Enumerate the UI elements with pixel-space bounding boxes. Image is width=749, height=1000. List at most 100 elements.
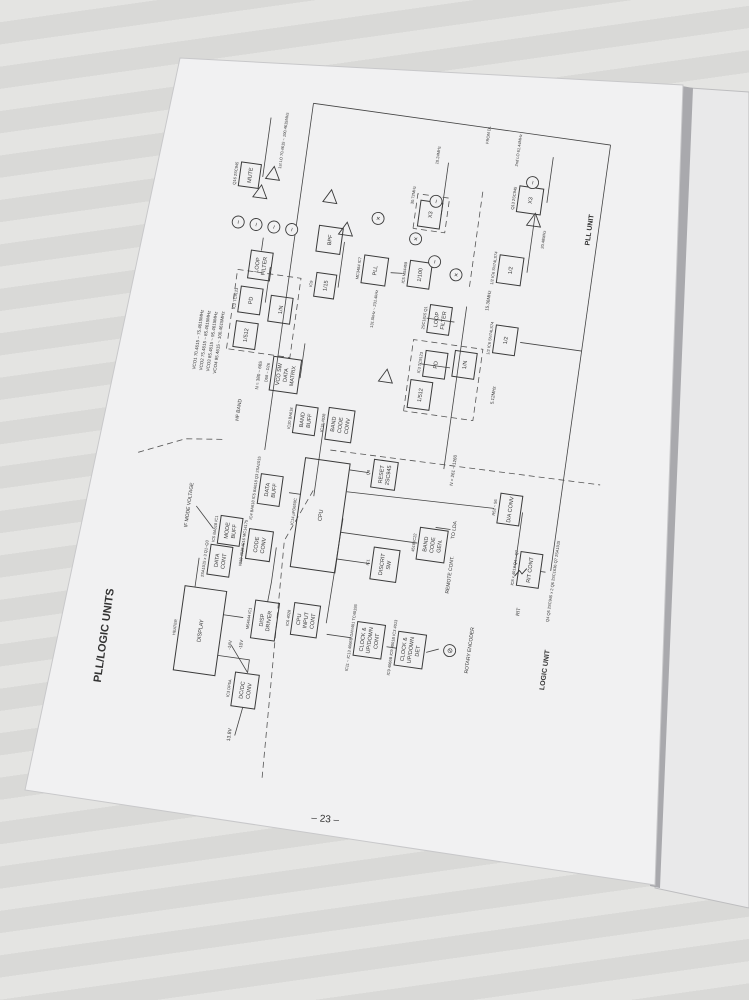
oscillator-icon: ~: [231, 215, 245, 229]
block-part-label: 1/2 IC6 SN74LS74: [485, 321, 495, 355]
block-part-label: IC15 4028: [319, 412, 327, 432]
block-label: DISCRIT: [378, 552, 387, 575]
block-label: RESET: [378, 464, 387, 484]
signal-line: [443, 306, 468, 470]
block-label: 2SC945: [385, 465, 394, 486]
signal-line: [349, 469, 369, 473]
svg-text:~: ~: [289, 227, 297, 232]
block-outline: [451, 349, 478, 380]
block-outline: [206, 543, 234, 578]
svg-text:×: ×: [413, 236, 421, 241]
signal-line: [288, 492, 301, 495]
oscillator-icon: ~: [526, 176, 540, 190]
signal-line: [386, 646, 397, 649]
block-outline: [324, 406, 356, 444]
rotary-encoder-icon: ⊘: [443, 644, 457, 658]
block-outline: [515, 551, 544, 589]
svg-text:×: ×: [375, 216, 383, 221]
block-label: SW: [386, 560, 393, 570]
block-label: CODE: [429, 537, 437, 554]
block-label: CONT: [220, 553, 228, 570]
block-outline: [406, 259, 433, 290]
signal-line: [194, 557, 200, 587]
block-label: BUFF: [271, 483, 279, 499]
block-label: DISPLAY: [196, 619, 205, 643]
block-part-label: M54644 IC1: [245, 606, 253, 629]
svg-text:~: ~: [530, 180, 538, 185]
signal-line: [262, 117, 272, 178]
block-part-label: IC3 DP5A: [225, 679, 232, 698]
amplifier-icon: [252, 183, 268, 200]
label-from-dl: FROM DL: [485, 125, 493, 144]
block-outline: [291, 404, 319, 437]
signal-line: [299, 343, 306, 379]
signal-line: [526, 215, 536, 273]
block-label: DISP: [259, 613, 267, 627]
block-part-label: Q16 2SC945: [231, 161, 239, 185]
signal-line: [313, 102, 611, 146]
signal-line: [435, 527, 451, 530]
svg-text:×: ×: [453, 272, 461, 277]
block-part-label: Q13 2SC945: [510, 186, 518, 210]
oscillator-icon: ~: [429, 194, 443, 208]
block-label: CONV: [344, 418, 352, 435]
amplifier-icon: [322, 188, 338, 205]
block-label: MATRIX: [289, 365, 298, 386]
signal-line: [520, 342, 582, 352]
mixer-icon: ×: [409, 232, 423, 246]
block-label: CONT: [373, 633, 381, 650]
block-label: CONV: [245, 683, 253, 700]
block-part-label: Q8: [365, 469, 371, 476]
block-label: BUFF: [231, 523, 239, 539]
block-label: PD: [433, 361, 440, 369]
block-label: RIT CONT: [526, 556, 536, 583]
signal-line: [426, 648, 439, 653]
signal-line: [326, 633, 352, 639]
signal-line: [264, 266, 271, 303]
block-label: D/A CONV: [506, 496, 516, 523]
block-label: CONV: [260, 537, 268, 554]
block-part-label: IC1: [365, 558, 371, 566]
svg-text:~: ~: [433, 199, 441, 204]
signal-line: [230, 644, 248, 673]
block-outline: [237, 161, 262, 190]
block-part-label: IC5 BA618 IC1: [210, 514, 219, 542]
block-outline: [415, 526, 449, 564]
block-part-label: HEATER: [171, 619, 178, 636]
unit-boundary: [412, 193, 451, 234]
block-outline: [237, 285, 264, 316]
block-label: LOOP: [254, 257, 262, 273]
label-input-13-8v: 13.8V: [226, 727, 234, 741]
block-part-label: R53 ~ 56: [491, 498, 498, 516]
label-rit: RIT: [515, 607, 522, 616]
block-outline: [406, 379, 434, 411]
signal-line: [346, 491, 494, 509]
block-outline: [369, 546, 401, 583]
label-f-30-72: 30.72MHz: [409, 186, 416, 205]
label-f-131: 131.5kHz ~ 231.4kHz: [369, 289, 379, 328]
signal-line: [267, 547, 277, 602]
block-outline: [495, 254, 525, 287]
signal-line: [540, 571, 546, 573]
svg-text:~: ~: [235, 220, 243, 225]
block-label: DATA: [264, 482, 272, 497]
block-outline: [267, 294, 294, 325]
block-label: 1/15: [322, 280, 329, 291]
block-part-label: IC2 TC9123: [231, 287, 239, 310]
block-label: UP/DOWN: [406, 637, 416, 664]
block-label: 1/512: [243, 328, 251, 342]
block-part-label: IC14 µPD650C: [289, 498, 298, 526]
